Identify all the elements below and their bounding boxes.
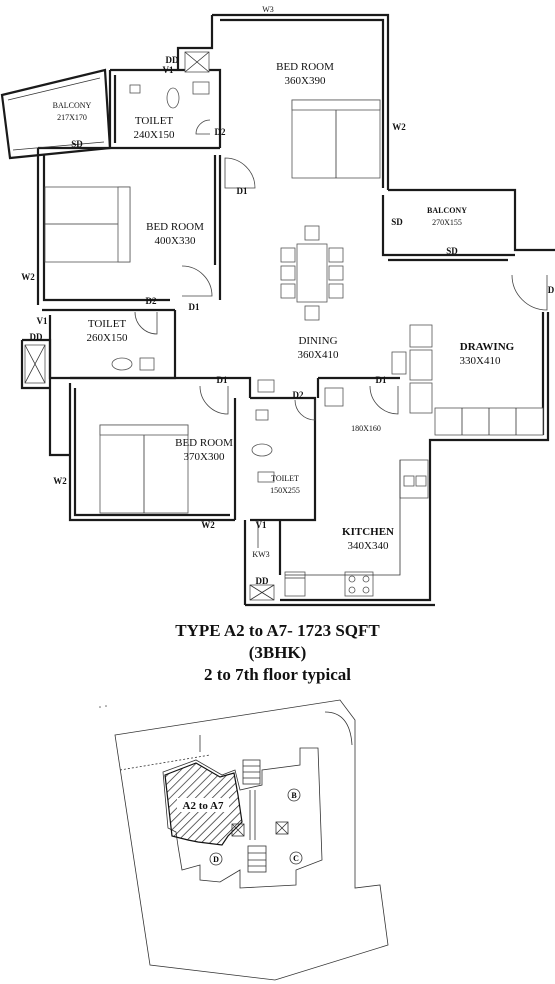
drawing-size: 330X410 [460,355,501,367]
tag-w2-right: W2 [392,122,406,132]
tag-dd-left: DD [30,332,43,342]
plan-title: TYPE A2 to A7- 1723 SQFT [175,621,380,640]
dining-size: 360X410 [298,349,339,361]
walls [0,13,555,607]
toilet3-name: TOILET [271,474,299,483]
room-labels: BED ROOM 360X390 BALCONY 217X170 TOILET … [53,61,515,552]
toilet3-size: 150X255 [270,486,300,495]
bedroom3-name: BED ROOM [175,437,233,449]
tag-kw3: KW3 [252,550,269,559]
tag-d1-b: D1 [189,302,200,312]
tag-v1-top: V1 [163,65,174,75]
tag-d1-d: D1 [376,375,387,385]
balcony1-name: BALCONY [53,101,92,110]
plan-floors: 2 to 7th floor typical [203,665,351,684]
tag-w2-bottom: W2 [201,520,215,530]
bedroom1-size: 360X390 [285,75,326,87]
balcony1-size: 217X170 [57,113,87,122]
toilet2-size: 260X150 [87,332,128,344]
drawing-name: DRAWING [460,341,515,353]
bedroom2-size: 400X330 [155,235,196,247]
tag-d2-bottom: D2 [293,390,304,400]
tag-d1-a: D1 [237,186,248,196]
bedroom2-name: BED ROOM [146,221,204,233]
tag-v1-bottom: V1 [256,520,267,530]
toilet2-name: TOILET [88,318,127,330]
bedroom3-size: 370X300 [184,451,225,463]
kitchen-size: 340X340 [348,540,389,552]
kitchen-name: KITCHEN [342,526,394,538]
opening-tags: W3 DD V1 D2 W2 SD D1 SD SD D W2 D2 D1 V1… [21,5,555,586]
tag-v1-left: V1 [37,316,48,326]
furniture [24,51,544,601]
toilet1-size: 240X150 [134,129,175,141]
tag-sd-balcony-left: SD [391,217,403,227]
tag-d2-top: D2 [215,127,226,137]
dining-name: DINING [298,335,337,347]
tag-w3-top: W3 [262,5,274,14]
utility-size: 180X160 [351,424,381,433]
balcony2-size: 270X155 [432,218,462,227]
tag-sd-top: SD [71,139,83,149]
tag-d-edge: D [548,285,555,295]
tag-dd-top: DD [166,55,179,65]
bedroom1-name: BED ROOM [276,61,334,73]
tag-sd-balcony-bottom: SD [446,246,458,256]
tag-d2-mid: D2 [146,296,157,306]
tag-w2-left: W2 [21,272,35,282]
doors [134,119,548,548]
balcony2-name: BALCONY [427,206,467,215]
tag-d1-c: D1 [217,375,228,385]
tag-dd-bottom: DD [256,576,269,586]
toilet1-name: TOILET [135,115,174,127]
plan-type: (3BHK) [248,643,307,662]
tag-w2-bottom-left: W2 [53,476,67,486]
